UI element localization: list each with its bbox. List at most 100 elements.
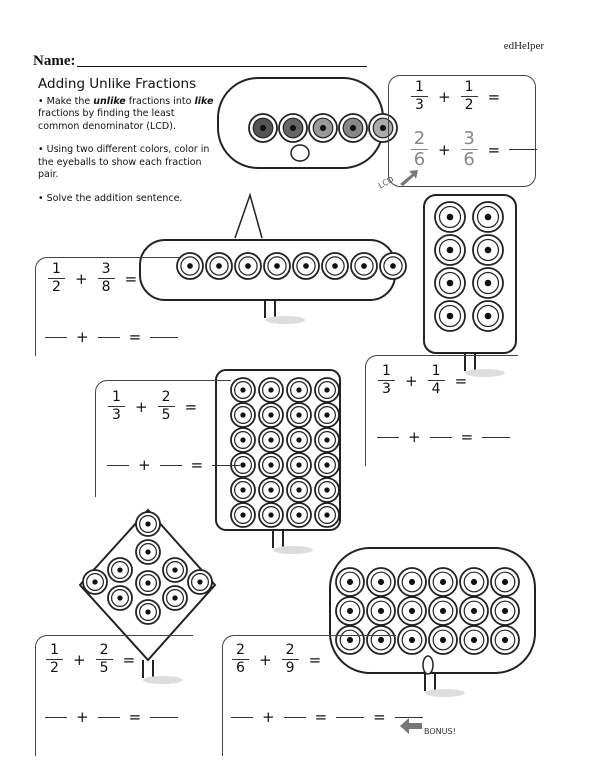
denominator: 3 [382,381,391,397]
equals-sign: = [128,328,142,346]
answer-blank[interactable] [150,336,179,338]
answer-blank[interactable] [509,149,538,150]
equals-sign: = [128,708,142,726]
name-label: Name: [33,53,76,69]
answer-blank[interactable] [377,436,399,438]
pupil [501,607,509,615]
text: • Make the [38,95,94,107]
plus-sign: + [73,650,86,669]
answer-row: + = = [226,708,428,726]
equals-sign: = [460,428,474,446]
emphasis: like [194,95,214,107]
plus-sign: + [76,708,89,726]
shadow [465,369,505,377]
pupil [274,263,280,269]
pupil [324,437,330,443]
pupil [439,578,447,586]
pupil [245,263,251,269]
pupil [296,487,302,493]
pupil [268,387,274,393]
plus-sign: + [76,328,89,346]
answer-blank[interactable] [97,336,120,338]
pupil [296,437,302,443]
name-input-line[interactable] [77,66,367,67]
pupil [268,487,274,493]
text: fractions into [125,95,195,107]
equals-sign: = [184,397,198,416]
pupil [377,578,385,586]
answer-blank[interactable] [429,436,452,438]
denominator: 2 [464,97,474,113]
worksheet-title: Adding Unlike Fractions [38,76,197,92]
numerator: 2 [236,642,245,658]
answer-blank[interactable] [336,716,365,718]
pupil [446,279,454,287]
brand-label: edHelper [503,40,544,52]
answer-blank[interactable] [45,716,67,718]
problem-box [35,635,193,756]
pupil [92,579,98,585]
pupil [484,279,492,287]
equals-sign: = [308,650,322,669]
pupil [259,124,267,132]
equals-sign: = [190,456,204,474]
pupil [439,636,447,644]
arrow-icon [400,170,418,186]
pupil [361,263,367,269]
pupil [268,512,274,518]
denominator: 8 [101,279,111,295]
pupil [240,412,246,418]
numerator: 3 [101,261,111,277]
pupil [501,636,509,644]
answer-blank[interactable] [97,716,120,718]
pupil [268,437,274,443]
pupil [484,312,492,320]
numerator: 1 [415,79,424,95]
answer-blank[interactable] [159,464,182,466]
plus-sign: + [75,269,88,288]
pupil [470,607,478,615]
answer-blank[interactable] [283,716,306,718]
numerator: 2 [413,128,426,149]
pupil [117,567,123,573]
plus-sign: + [262,708,275,726]
answer-blank[interactable] [150,716,179,718]
pupil [446,312,454,320]
pupil [470,578,478,586]
instruction-3: • Solve the addition sentence. [38,192,183,204]
pupil [324,412,330,418]
shadow [273,546,313,554]
answer-blank[interactable] [45,336,67,338]
pupil [379,124,387,132]
numerator: 2 [99,642,109,658]
numerator: 2 [285,642,295,658]
answer-blank[interactable] [394,716,423,718]
pupil [296,412,302,418]
denominator: 6 [236,660,245,676]
answer-blank[interactable] [107,464,129,466]
answer-blank[interactable] [482,436,511,438]
answer-blank[interactable] [212,464,241,466]
denominator: 6 [463,149,475,170]
pupil [349,124,357,132]
answer-blank[interactable] [231,716,253,718]
problem-box [95,380,231,497]
pupil [324,512,330,518]
pupil [240,437,246,443]
pupil [240,487,246,493]
equals-sign: = [314,708,328,726]
numerator: 1 [50,642,59,658]
plus-sign: + [408,428,421,446]
equals-sign: = [373,708,386,726]
monster-legs [424,673,436,691]
pupil [324,462,330,468]
